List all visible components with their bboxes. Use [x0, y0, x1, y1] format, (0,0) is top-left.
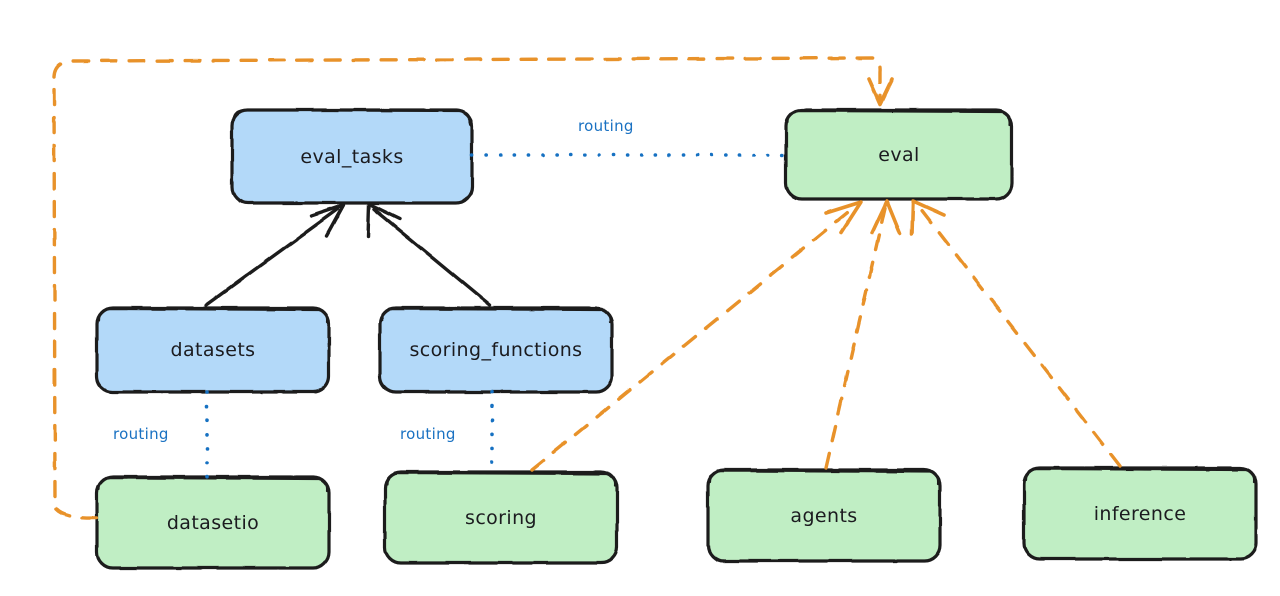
node-scoring[interactable]: [383, 470, 619, 565]
edge-scoring-functions-eval-tasks: [366, 202, 492, 307]
edge-datasets-eval-tasks: [204, 203, 346, 307]
node-scoring-functions[interactable]: [378, 306, 614, 394]
edge-label-routing-datasets-datasetio: routing: [113, 425, 169, 443]
node-datasets[interactable]: [95, 306, 331, 394]
edge-datasetio-eval: [52, 56, 894, 520]
node-eval-tasks[interactable]: [230, 108, 474, 205]
node-inference[interactable]: [1022, 466, 1258, 561]
edge-inference-eval: [910, 199, 1122, 468]
edge-agents-eval: [824, 199, 902, 470]
edges: [52, 56, 1122, 520]
node-datasetio[interactable]: [95, 475, 331, 570]
edge-label-routing-scoring-functions-scoring: routing: [400, 425, 456, 443]
node-eval[interactable]: [784, 108, 1014, 201]
edge-scoring-eval: [530, 200, 863, 472]
edge-label-routing-eval-tasks-eval: routing: [578, 117, 634, 135]
node-shapes: [95, 108, 1258, 570]
node-agents[interactable]: [706, 468, 942, 563]
